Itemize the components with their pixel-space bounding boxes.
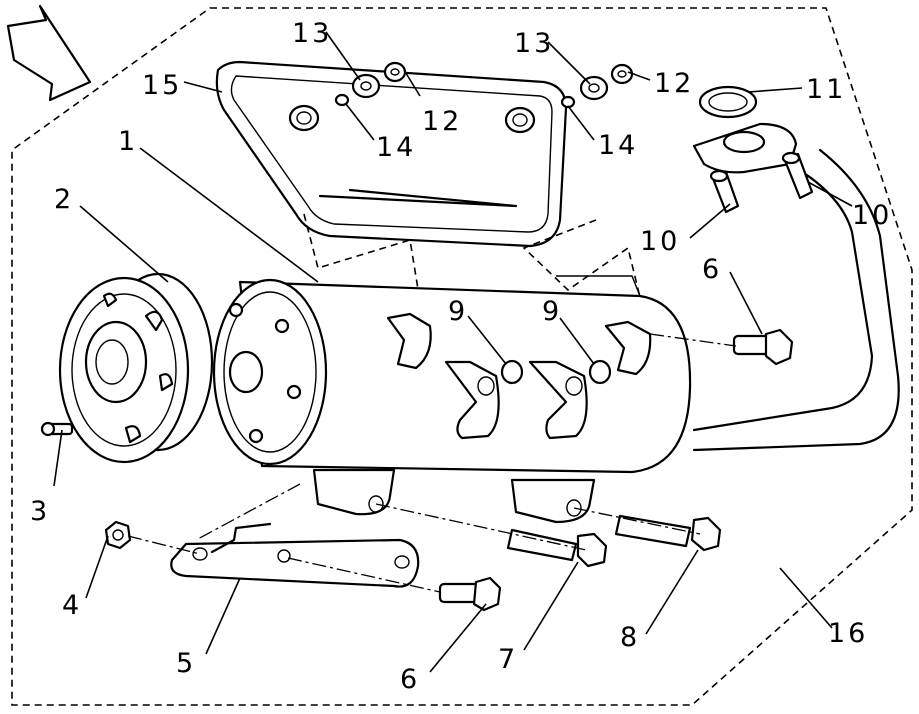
callout-14-left: 14 [376,132,416,163]
muffler-body [238,275,692,524]
shield-fasteners-right [560,63,634,109]
callout-3: 3 [30,496,50,527]
upper-bolt [732,328,794,366]
callout-12-right: 12 [654,68,694,99]
front-direction-arrow-icon [6,4,92,102]
alignment-lines [127,333,737,593]
callout-13-left: 13 [292,18,332,49]
grommet-right [588,359,612,385]
callout-2: 2 [54,184,74,215]
callout-15: 15 [142,70,182,101]
callout-7: 7 [498,644,518,675]
lower-bolt-left [506,528,608,568]
exhaust-gasket [698,85,758,119]
bracket-nut [104,520,132,550]
callout-4: 4 [62,590,82,621]
callout-10-right: 10 [852,200,892,231]
silencer-tip [58,272,214,464]
muffler-bracket [170,522,420,588]
lower-bolt-right [614,514,722,552]
assembly-boundary [11,7,913,706]
callout-10-left: 10 [640,226,680,257]
exhaust-pipe [692,122,900,452]
callout-8: 8 [620,622,640,653]
callout-11: 11 [806,74,846,105]
callout-14-right: 14 [598,130,638,161]
callout-6-bottom: 6 [400,664,420,695]
muffler-end-cap [212,278,328,466]
callout-9-right: 9 [542,296,562,327]
shield-projection-lines [303,213,649,331]
callout-leaders [53,31,853,673]
bracket-bolt [438,576,502,612]
heat-shield [215,60,568,248]
callout-9-left: 9 [448,296,468,327]
callout-16: 16 [828,618,868,649]
grommet-left [500,359,524,385]
shield-fasteners-left [334,61,407,107]
callout-6-top: 6 [702,254,722,285]
exhaust-studs [709,151,814,214]
callout-12-left: 12 [422,106,462,137]
callout-1: 1 [118,126,138,157]
callout-13-right: 13 [514,28,554,59]
tip-screw [40,421,74,437]
callout-5: 5 [176,648,196,679]
